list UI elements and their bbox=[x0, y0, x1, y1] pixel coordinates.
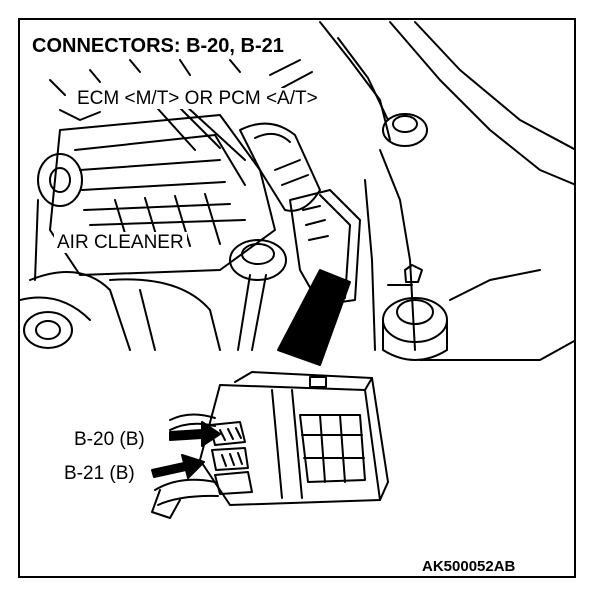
engine-bay-illustration bbox=[20, 21, 574, 519]
diagram-frame: CONNECTORS: B-20, B-21 ECM <M/T> OR PCM … bbox=[18, 18, 576, 578]
ecm-pcm-callout: ECM <M/T> OR PCM <A/T> bbox=[74, 88, 321, 109]
figure-title: CONNECTORS: B-20, B-21 bbox=[28, 34, 288, 58]
connector-b20-label: B-20 (B) bbox=[74, 429, 145, 450]
air-cleaner-callout: AIR CLEANER bbox=[54, 232, 187, 253]
connector-b21-label: B-21 (B) bbox=[64, 463, 135, 484]
figure-code: AK500052AB bbox=[422, 558, 516, 575]
